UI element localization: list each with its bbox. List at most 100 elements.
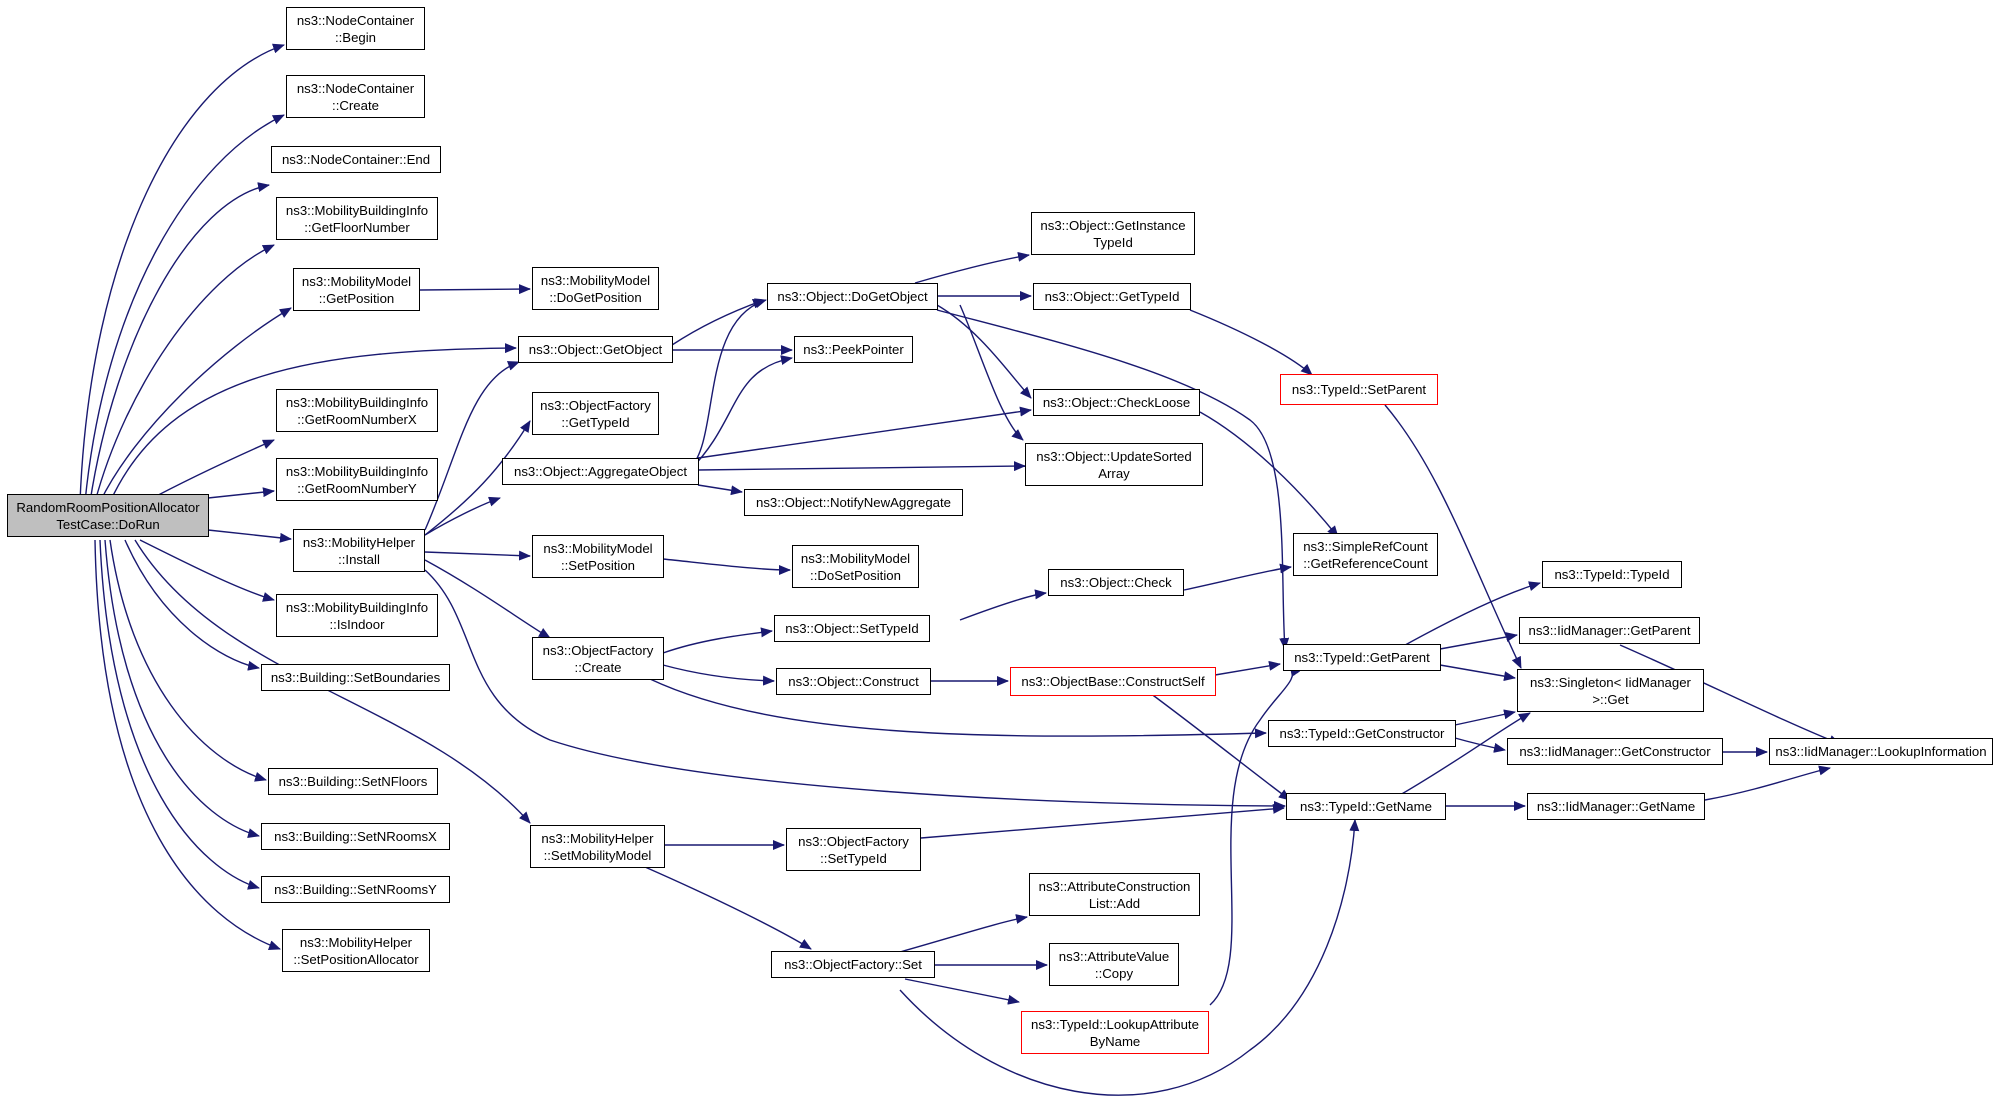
edge-lookupattr-getparent — [1209, 664, 1301, 1006]
edge-install-aggregate — [424, 496, 501, 536]
edge-install-getobject — [424, 361, 520, 531]
edge-root-nc-create — [84, 114, 285, 503]
edge-dogetobject-instancetypeid — [914, 251, 1030, 284]
edge-dogetobject-checkloose — [936, 304, 1032, 399]
node-mbi-floor[interactable]: ns3::MobilityBuildingInfo ::GetFloorNumb… — [276, 197, 438, 240]
node-mbi-roomx[interactable]: ns3::MobilityBuildingInfo ::GetRoomNumbe… — [276, 389, 438, 432]
node-bld-setnroomsx[interactable]: ns3::Building::SetNRoomsX — [261, 823, 450, 850]
node-obj-check[interactable]: ns3::Object::Check — [1048, 569, 1184, 596]
node-peekpointer[interactable]: ns3::PeekPointer — [794, 336, 913, 363]
node-iid-getconstructor[interactable]: ns3::IidManager::GetConstructor — [1507, 738, 1723, 765]
edge-dogetobject-typeid-getparent — [936, 309, 1290, 650]
edge-install-typeid-getname — [424, 569, 1286, 811]
edge-aggregate-updatesorted — [697, 461, 1026, 472]
node-bld-setnroomsy[interactable]: ns3::Building::SetNRoomsY — [261, 876, 450, 903]
node-root[interactable]: RandomRoomPositionAllocator TestCase::Do… — [7, 494, 209, 537]
node-typeid-lookupattr[interactable]: ns3::TypeId::LookupAttribute ByName — [1021, 1011, 1209, 1054]
node-mm-getpos[interactable]: ns3::MobilityModel ::GetPosition — [293, 268, 420, 311]
node-iid-getparent[interactable]: ns3::IidManager::GetParent — [1519, 617, 1700, 644]
edge-setpos-dosetpos — [662, 558, 791, 575]
edge-constructself-getparent — [1214, 660, 1281, 676]
node-bld-setbounds[interactable]: ns3::Building::SetBoundaries — [261, 664, 450, 691]
node-obj-getobject[interactable]: ns3::Object::GetObject — [518, 336, 673, 363]
node-mm-dogetpos[interactable]: ns3::MobilityModel ::DoGetPosition — [532, 267, 659, 310]
node-obj-settypeid[interactable]: ns3::Object::SetTypeId — [774, 615, 930, 642]
node-typeid-getname[interactable]: ns3::TypeId::GetName — [1286, 793, 1446, 820]
node-typeid-setparent[interactable]: ns3::TypeId::SetParent — [1280, 374, 1438, 405]
node-mh-setmobilitymodel[interactable]: ns3::MobilityHelper ::SetMobilityModel — [530, 825, 665, 868]
node-of-settypeid[interactable]: ns3::ObjectFactory ::SetTypeId — [786, 828, 921, 871]
edge-of-set-getname — [899, 819, 1360, 1096]
node-of-set[interactable]: ns3::ObjectFactory::Set — [771, 951, 935, 978]
node-obj-construct[interactable]: ns3::Object::Construct — [776, 668, 931, 695]
node-nc-create[interactable]: ns3::NodeContainer ::Create — [286, 75, 425, 118]
node-simplerefcount[interactable]: ns3::SimpleRefCount ::GetReferenceCount — [1293, 533, 1438, 576]
edge-getobject-dogetobject — [671, 298, 765, 346]
edge-root-mh-setposalloc — [94, 539, 281, 950]
edge-settypeid-check — [959, 589, 1047, 621]
node-typeid-typeid[interactable]: ns3::TypeId::TypeId — [1542, 561, 1682, 588]
edge-root-mbi-roomy — [207, 487, 275, 499]
node-objbase-constructself[interactable]: ns3::ObjectBase::ConstructSelf — [1010, 667, 1216, 696]
node-mm-dosetpos[interactable]: ns3::MobilityModel ::DoSetPosition — [792, 545, 919, 588]
edge-root-bld-setnfloors — [109, 539, 267, 782]
node-singleton-get[interactable]: ns3::Singleton< IidManager >::Get — [1517, 669, 1704, 712]
node-of-create[interactable]: ns3::ObjectFactory ::Create — [532, 637, 664, 680]
edge-root-bld-setnroomsy — [99, 539, 260, 890]
node-mm-setpos[interactable]: ns3::MobilityModel ::SetPosition — [532, 535, 664, 578]
edge-install-of-create — [424, 559, 551, 639]
node-mbi-isindoor[interactable]: ns3::MobilityBuildingInfo ::IsIndoor — [276, 594, 438, 637]
edge-root-mm-getpos — [99, 307, 292, 503]
node-obj-checkloose[interactable]: ns3::Object::CheckLoose — [1033, 389, 1200, 416]
edge-gettypeid-setparent — [1189, 309, 1313, 376]
edge-setmobmodel-of-set — [644, 866, 812, 950]
edge-getparent-singleton — [1439, 664, 1516, 682]
edge-getparent-typeid — [1397, 581, 1541, 650]
edge-aggregate-checkloose — [697, 406, 1032, 459]
node-obj-gettypeid[interactable]: ns3::Object::GetTypeId — [1033, 283, 1191, 310]
node-typeid-getparent[interactable]: ns3::TypeId::GetParent — [1283, 644, 1441, 671]
node-iid-getname[interactable]: ns3::IidManager::GetName — [1527, 793, 1705, 820]
node-obj-updatesorted[interactable]: ns3::Object::UpdateSorted Array — [1025, 443, 1203, 486]
node-of-gettypeid[interactable]: ns3::ObjectFactory ::GetTypeId — [532, 392, 659, 435]
edge-check-refcount — [1183, 563, 1292, 591]
node-mh-setposalloc[interactable]: ns3::MobilityHelper ::SetPositionAllocat… — [282, 929, 430, 972]
node-av-copy[interactable]: ns3::AttributeValue ::Copy — [1049, 943, 1179, 986]
edge-getpos-dogetpos — [419, 284, 531, 295]
node-obj-aggregate[interactable]: ns3::Object::AggregateObject — [502, 458, 699, 485]
node-acl-add[interactable]: ns3::AttributeConstruction List::Add — [1029, 873, 1200, 916]
edge-constructself-getname — [1149, 692, 1291, 801]
edge-root-bld-setbounds — [124, 539, 260, 671]
edge-of-set-acl-add — [899, 914, 1028, 953]
node-typeid-getconstructor[interactable]: ns3::TypeId::GetConstructor — [1268, 720, 1456, 747]
node-obj-dogetobject[interactable]: ns3::Object::DoGetObject — [767, 283, 938, 310]
edge-checkloose-refcount — [1199, 411, 1339, 538]
edge-root-nc-begin — [79, 43, 285, 503]
edge-of-create-getconstructor — [649, 678, 1267, 739]
edge-aggregate-dogetobject — [689, 298, 767, 469]
node-bld-setnfloors[interactable]: ns3::Building::SetNFloors — [268, 768, 438, 795]
node-obj-notify[interactable]: ns3::Object::NotifyNewAggregate — [744, 489, 963, 516]
node-mbi-roomy[interactable]: ns3::MobilityBuildingInfo ::GetRoomNumbe… — [276, 458, 438, 501]
edge-root-mh-install — [207, 529, 292, 543]
edge-install-of-gettypeid — [424, 420, 531, 536]
edge-of-create-construct — [662, 664, 775, 686]
edge-getconstructor-singleton — [1454, 709, 1516, 726]
edge-root-mbi-isindoor — [139, 539, 275, 602]
node-nc-begin[interactable]: ns3::NodeContainer ::Begin — [286, 7, 425, 50]
edge-getparent-iid-getparent — [1439, 632, 1518, 650]
node-iid-lookupinfo[interactable]: ns3::IidManager::LookupInformation — [1769, 738, 1993, 765]
edge-setparent-singleton — [1384, 404, 1522, 669]
edge-getname-singleton — [1399, 712, 1531, 796]
edge-dogetobject-updatesorted — [959, 304, 1024, 441]
edge-root-getobject — [109, 343, 517, 503]
edge-iid-getparent-lookup — [1619, 644, 1841, 745]
edge-root-bld-setnroomsx — [104, 539, 260, 838]
edge-root-nc-end — [89, 182, 270, 503]
edge-install-mm-setpos — [424, 550, 531, 561]
node-nc-end[interactable]: ns3::NodeContainer::End — [271, 146, 441, 173]
edge-aggregate-notify — [697, 484, 743, 496]
node-obj-getinstancetypeid[interactable]: ns3::Object::GetInstance TypeId — [1031, 212, 1195, 255]
node-mh-install[interactable]: ns3::MobilityHelper ::Install — [293, 529, 425, 572]
